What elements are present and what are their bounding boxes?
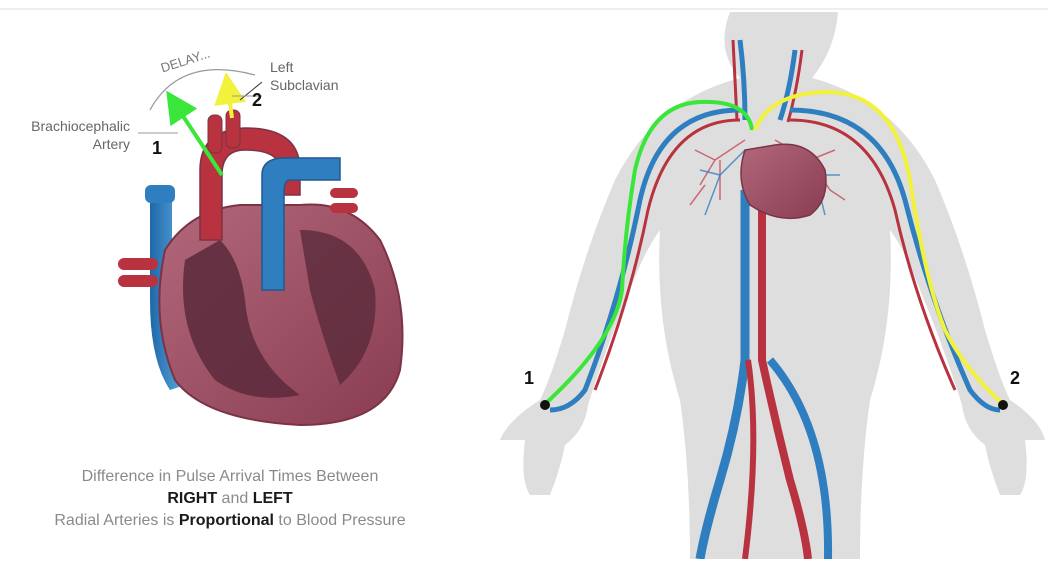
body-illustration [500, 12, 1045, 559]
caption: Difference in Pulse Arrival Times Betwee… [0, 466, 460, 532]
heart-marker-2: 2 [252, 90, 262, 111]
body-marker-2: 2 [1010, 368, 1020, 389]
left-subclavian-label: Left Subclavian [270, 58, 339, 94]
caption-line-3: Radial Arteries is Proportional to Blood… [0, 510, 460, 532]
caption-line-2: RIGHT and LEFT [0, 488, 460, 510]
body-marker-1: 1 [524, 368, 534, 389]
heart-marker-1: 1 [152, 138, 162, 159]
left-wrist-dot [998, 400, 1008, 410]
heart-illustration [118, 70, 403, 425]
right-wrist-dot [540, 400, 550, 410]
body-silhouette [500, 12, 1045, 559]
body-heart [741, 144, 826, 218]
brachiocephalic-label: Brachiocephalic Artery [10, 117, 130, 153]
caption-line-1: Difference in Pulse Arrival Times Betwee… [0, 466, 460, 488]
